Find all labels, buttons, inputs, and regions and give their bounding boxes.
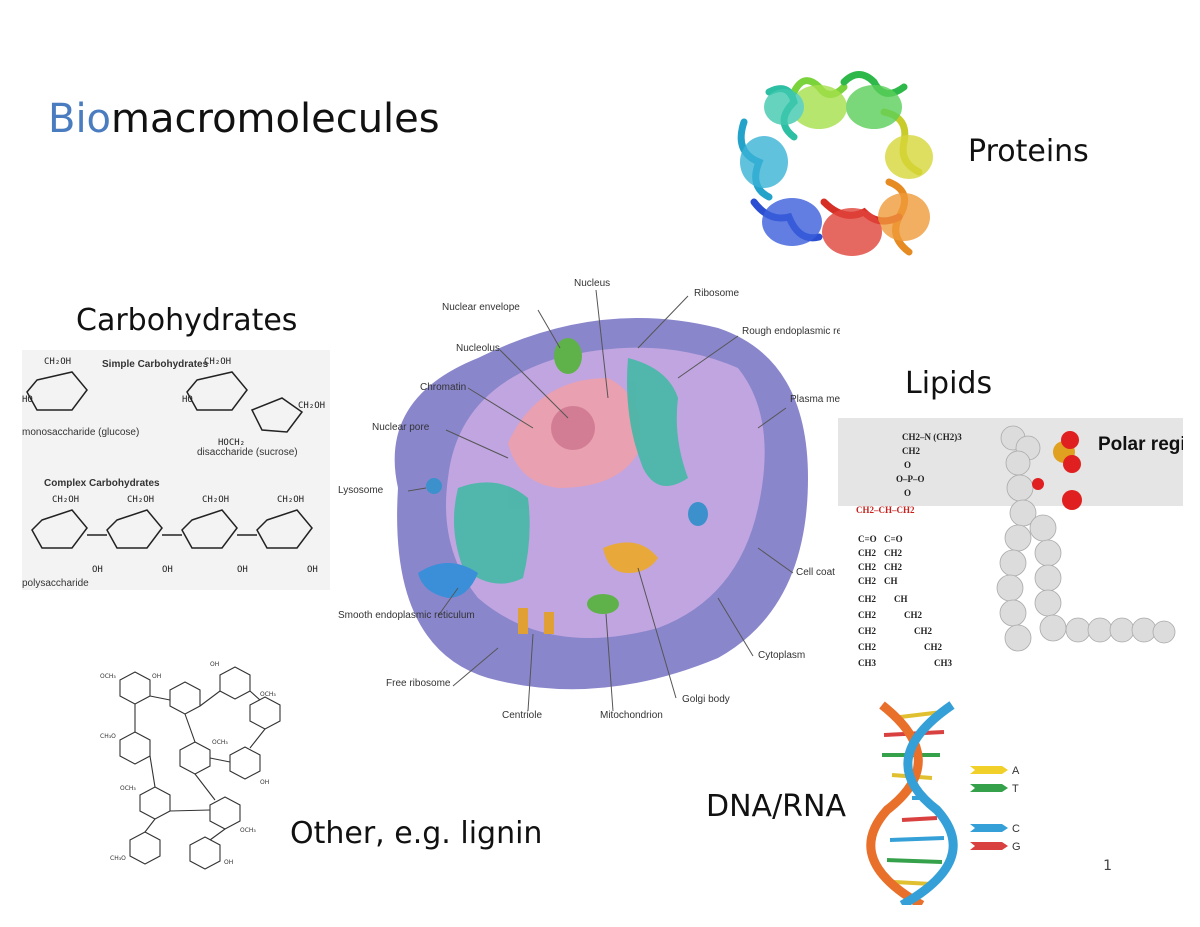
svg-text:O: O: [904, 460, 911, 470]
cell-label-cell-coat: Cell coat: [796, 567, 835, 578]
svg-text:C=O: C=O: [884, 534, 903, 544]
dna-base-a: A: [1012, 765, 1020, 777]
proteins-label: Proteins: [968, 134, 1089, 169]
cell-label-chromatin: Chromatin: [420, 382, 466, 393]
svg-text:CH2: CH2: [858, 626, 877, 636]
lipids-label: Lipids: [905, 366, 993, 401]
carb-poly-label: polysaccharide: [22, 578, 89, 589]
carb-mono-label: monosaccharide (glucose): [22, 427, 139, 438]
svg-text:CH2: CH2: [858, 610, 877, 620]
svg-text:C=O: C=O: [858, 534, 877, 544]
svg-text:CH: CH: [894, 594, 908, 604]
svg-text:OCH₃: OCH₃: [212, 739, 228, 746]
svg-text:CH2: CH2: [858, 562, 877, 572]
page-number: 1: [1103, 858, 1112, 874]
svg-text:CH₃O: CH₃O: [100, 733, 116, 740]
title-rest: macromolecules: [111, 96, 440, 142]
svg-text:CH: CH: [884, 576, 898, 586]
svg-text:CH₂OH: CH₂OH: [277, 495, 304, 505]
svg-text:CH2: CH2: [924, 642, 943, 652]
protein-structure-image: [737, 71, 933, 256]
svg-text:OCH₃: OCH₃: [240, 827, 256, 834]
svg-text:CH2–N (CH2)3: CH2–N (CH2)3: [902, 432, 962, 442]
svg-text:CH3: CH3: [934, 658, 953, 668]
carbohydrate-structures-image: CH₂OH CH₂OH CH₂OH HO HO HOCH₂ CH₂OH CH₂O…: [22, 350, 330, 590]
svg-text:OH: OH: [92, 565, 103, 575]
carb-di-label: disaccharide (sucrose): [197, 447, 298, 458]
dna-base-g: G: [1012, 841, 1021, 853]
lipid-structure-image: CH2–N (CH2)3 CH2 O O–P–O O CH2–CH–CH2 C=…: [838, 418, 1183, 668]
svg-text:CH2: CH2: [858, 548, 877, 558]
svg-text:CH₃O: CH₃O: [110, 855, 126, 862]
svg-text:OH: OH: [307, 565, 318, 575]
svg-text:CH₂OH: CH₂OH: [127, 495, 154, 505]
svg-text:CH₂OH: CH₂OH: [204, 357, 231, 367]
cell-label-free-ribosome: Free ribosome: [386, 678, 451, 689]
svg-text:CH₂OH: CH₂OH: [44, 357, 71, 367]
cell-label-nucleus: Nucleus: [574, 278, 610, 289]
carb-complex-label: Complex Carbohydrates: [44, 478, 160, 489]
cell-label-rough-er: Rough endoplasmic reticulum: [742, 326, 840, 337]
cell-label-lysosome: Lysosome: [338, 485, 384, 496]
cell-label-nuclear-envelope: Nuclear envelope: [442, 302, 520, 313]
cell-label-nuclear-pore: Nuclear pore: [372, 422, 430, 433]
svg-text:O–P–O: O–P–O: [896, 474, 925, 484]
dna-helix-image: A T C G: [866, 701, 1021, 905]
cell-label-plasma-membrane: Plasma membrane: [790, 394, 840, 405]
cell-label-nucleolus: Nucleolus: [456, 343, 500, 354]
svg-text:HOCH₂: HOCH₂: [218, 438, 245, 448]
carbohydrates-label: Carbohydrates: [76, 303, 298, 338]
svg-text:OH: OH: [224, 859, 233, 866]
svg-text:OH: OH: [162, 565, 173, 575]
lignin-structure-image: OCH₃ OH OH OCH₃ CH₃O OCH₃ OH OCH₃ OCH₃ CH₃O OH: [100, 661, 281, 870]
title-prefix: Bio: [48, 96, 112, 142]
svg-text:CH2: CH2: [884, 548, 903, 558]
svg-text:CH₂OH: CH₂OH: [202, 495, 229, 505]
dna-base-t: T: [1012, 783, 1019, 795]
svg-text:CH₂OH: CH₂OH: [52, 495, 79, 505]
cell-label-golgi-body: Golgi body: [682, 694, 730, 705]
cell-label-mitochondrion: Mitochondrion: [600, 710, 663, 721]
svg-text:HO: HO: [182, 395, 193, 405]
svg-text:CH2: CH2: [904, 610, 923, 620]
svg-text:OCH₃: OCH₃: [100, 673, 116, 680]
dna-base-c: C: [1012, 823, 1020, 835]
svg-text:CH2: CH2: [858, 594, 877, 604]
svg-text:OCH₃: OCH₃: [120, 785, 136, 792]
cell-label-centriole: Centriole: [502, 710, 542, 721]
dna-rna-label: DNA/RNA: [706, 789, 846, 824]
lipid-backbone: CH2–CH–CH2: [856, 505, 915, 515]
carb-simple-label: Simple Carbohydrates: [102, 359, 209, 370]
svg-text:OH: OH: [152, 673, 161, 680]
svg-text:OH: OH: [210, 661, 219, 668]
cell-label-ribosome: Ribosome: [694, 288, 739, 299]
animal-cell-image: Nucleus Nuclear envelope Nucleolus Chrom…: [338, 278, 840, 721]
svg-text:O: O: [904, 488, 911, 498]
svg-text:CH2: CH2: [914, 626, 933, 636]
cell-label-smooth-er: Smooth endoplasmic reticulum: [338, 610, 475, 621]
svg-text:CH2: CH2: [902, 446, 921, 456]
svg-text:CH2: CH2: [884, 562, 903, 572]
slide-title: Biomacromolecules: [48, 96, 440, 142]
svg-text:OH: OH: [260, 779, 269, 786]
svg-text:CH2: CH2: [858, 576, 877, 586]
cell-label-cytoplasm: Cytoplasm: [758, 650, 805, 661]
svg-text:OCH₃: OCH₃: [260, 691, 276, 698]
svg-text:CH₂OH: CH₂OH: [298, 401, 325, 411]
other-lignin-label: Other, e.g. lignin: [290, 816, 543, 851]
svg-text:OH: OH: [237, 565, 248, 575]
svg-text:CH3: CH3: [858, 658, 877, 668]
svg-text:CH2: CH2: [858, 642, 877, 652]
svg-text:HO: HO: [22, 395, 33, 405]
lipid-polar-label: Polar region: [1098, 434, 1183, 455]
